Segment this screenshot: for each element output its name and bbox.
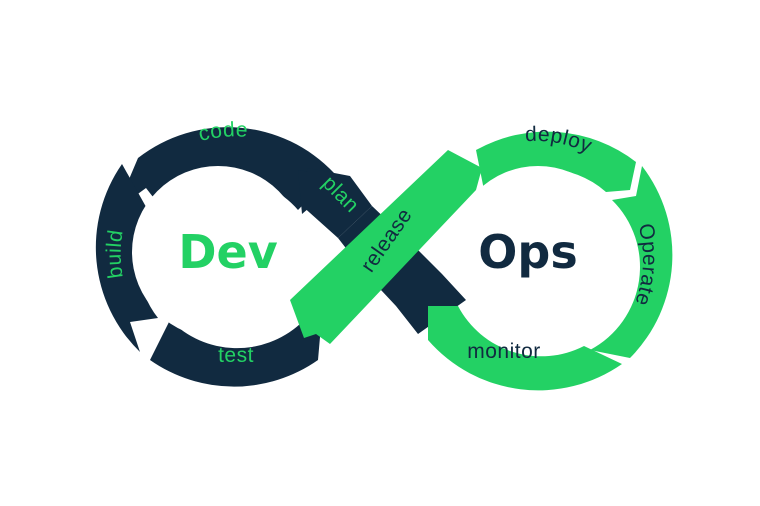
- deploy-segment: [476, 131, 636, 192]
- ops-center-circle: [452, 166, 624, 338]
- monitor-segment: [428, 306, 622, 391]
- label-build: build: [103, 228, 128, 280]
- label-monitor: monitor: [467, 340, 541, 363]
- test-segment: [150, 314, 322, 387]
- plan-segment: [298, 168, 372, 238]
- dev-title: Dev: [178, 225, 277, 279]
- ops-title: Ops: [478, 225, 577, 279]
- operate-segment: [590, 166, 673, 358]
- release-segment: [290, 150, 482, 344]
- dev-center-circle: [132, 166, 304, 338]
- label-test: test: [218, 344, 254, 367]
- ops-loop: [290, 131, 673, 391]
